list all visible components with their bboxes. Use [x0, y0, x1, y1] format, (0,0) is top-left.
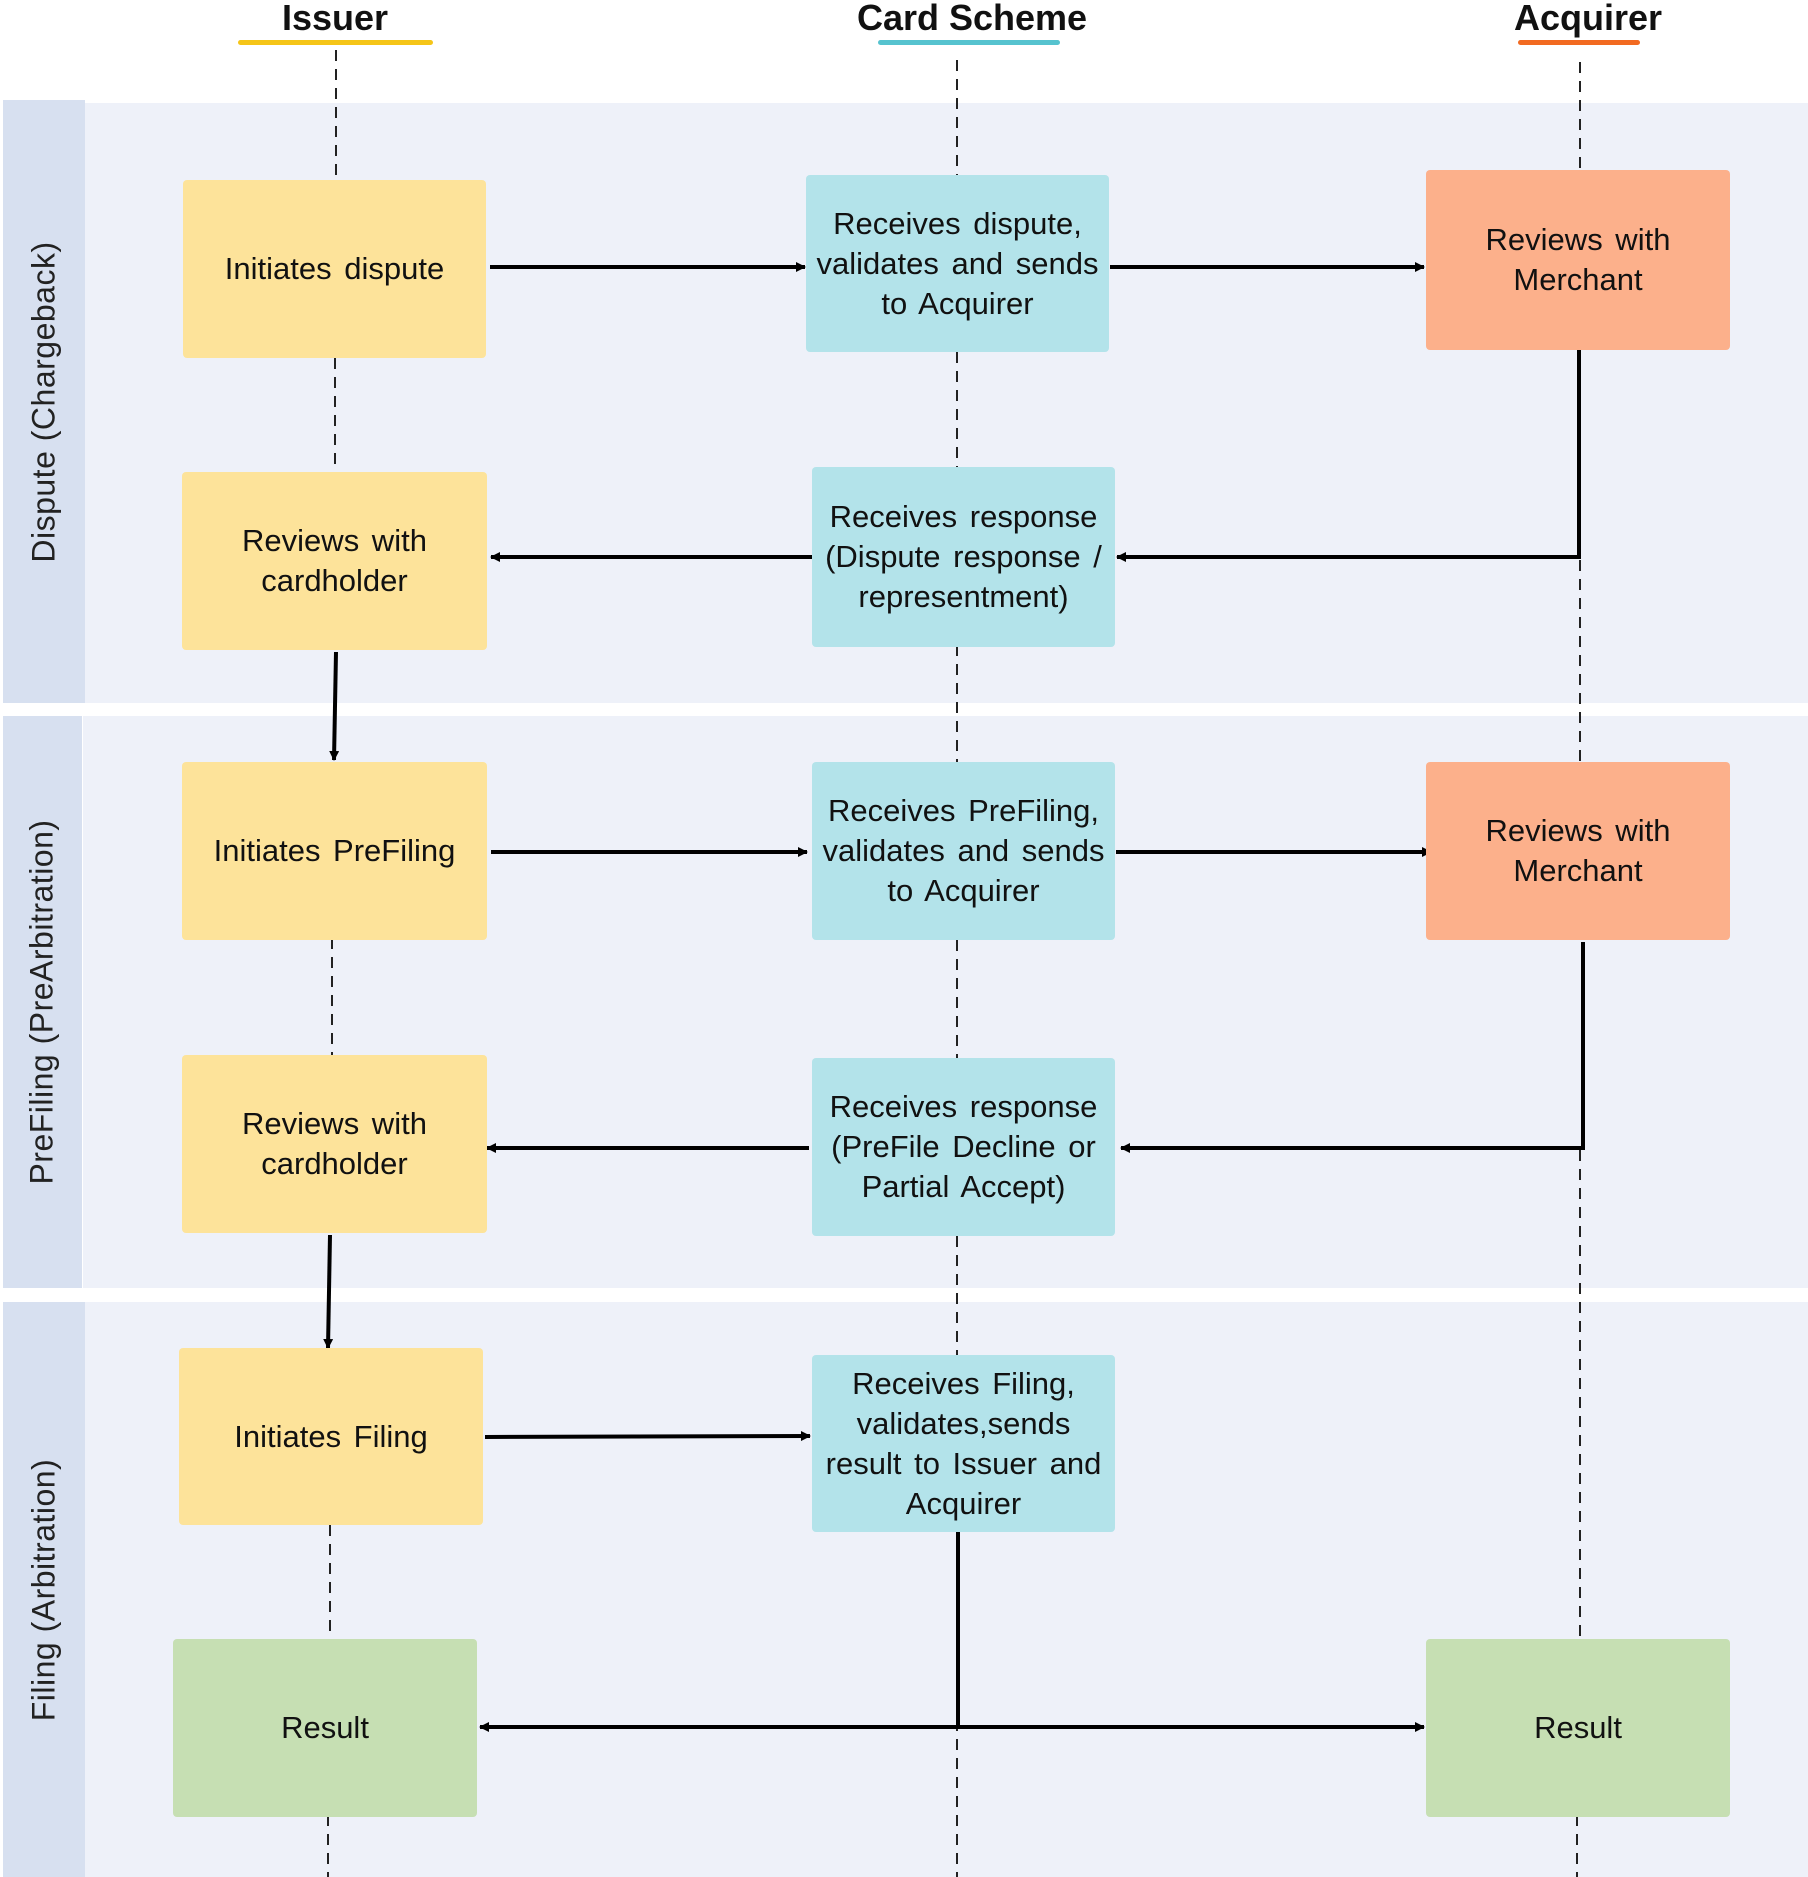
arrow-filing-to-scheme: [484, 1431, 811, 1442]
phase-tab-filing: [3, 1302, 85, 1877]
arrow-acquirer-response-1: [1116, 350, 1581, 562]
phase-tab-prefiling: [3, 716, 82, 1288]
lane-header-card-scheme: Card Scheme: [856, 0, 1088, 38]
lane-underline-issuer: [238, 40, 433, 45]
node-acquirer-result: Result: [1426, 1639, 1730, 1817]
lifeline-issuer: [327, 50, 337, 1877]
lifeline-acquirer: [1576, 62, 1581, 1877]
node-scheme-receives-response-1: Receives response (Dispute response / re…: [812, 467, 1115, 647]
node-initiates-filing: Initiates Filing: [179, 1348, 483, 1525]
node-scheme-receives-dispute: Receives dispute, validates and sends to…: [806, 175, 1109, 352]
arrow-acquirer-response-2: [1120, 942, 1585, 1153]
node-issuer-reviews-cardholder-1: Reviews with cardholder: [182, 472, 487, 650]
node-issuer-result: Result: [173, 1639, 477, 1817]
node-initiates-prefiling: Initiates PreFiling: [182, 762, 487, 940]
node-acquirer-reviews-merchant-2: Reviews with Merchant: [1426, 762, 1730, 940]
node-issuer-reviews-cardholder-2: Reviews with cardholder: [182, 1055, 487, 1233]
arrow-cardholder-to-prefiling: [329, 651, 340, 761]
lane-header-issuer: Issuer: [281, 0, 389, 38]
lane-underline-acquirer: [1518, 40, 1640, 45]
node-scheme-receives-filing: Receives Filing, validates,sends result …: [812, 1355, 1115, 1532]
lane-underline-card-scheme: [878, 40, 1060, 45]
node-scheme-receives-prefiling: Receives PreFiling, validates and sends …: [812, 762, 1115, 940]
phase-tab-dispute: [3, 100, 85, 703]
arrow-cardholder-to-filing: [323, 1234, 334, 1349]
node-acquirer-reviews-merchant-1: Reviews with Merchant: [1426, 170, 1730, 350]
lane-header-acquirer: Acquirer: [1513, 0, 1663, 38]
node-initiates-dispute: Initiates dispute: [183, 180, 486, 358]
node-scheme-receives-response-2: Receives response (PreFile Decline or Pa…: [812, 1058, 1115, 1236]
